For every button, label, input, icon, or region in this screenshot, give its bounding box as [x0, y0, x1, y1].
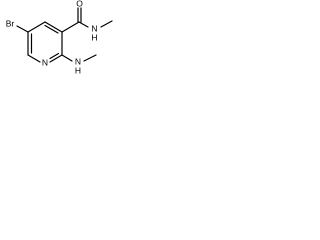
- bromine-label: Br: [6, 18, 15, 28]
- amide-hydrogen-label: H: [91, 32, 97, 42]
- bond-nh-methyl: [100, 20, 113, 28]
- ring-bond-c4-c5: [27, 21, 46, 33]
- ring-bond-c6-n1: [27, 54, 41, 63]
- bond-c3-carbonyl: [61, 21, 80, 33]
- bond-c5-br: [16, 25, 29, 33]
- amine-hydrogen-label: H: [75, 65, 81, 75]
- ring-bond-c3-c4: [44, 21, 63, 33]
- bond-carbonyl-nh: [78, 21, 89, 28]
- ring-double-bond-c3-c4: [44, 24, 59, 34]
- ring-bond-n1-c2: [49, 54, 63, 63]
- chemical-structure: Br N O N H N H: [6, 0, 113, 75]
- amine-nitrogen-label: N: [75, 56, 81, 66]
- ring-nitrogen-label: N: [42, 57, 48, 67]
- amide-nitrogen-label: N: [91, 23, 97, 33]
- carbonyl-oxygen-label: O: [76, 0, 83, 8]
- bond-c2-nh: [61, 54, 73, 62]
- bond-nh-methyl-2: [83, 54, 97, 62]
- ring-double-bond-n1-c2: [49, 52, 60, 60]
